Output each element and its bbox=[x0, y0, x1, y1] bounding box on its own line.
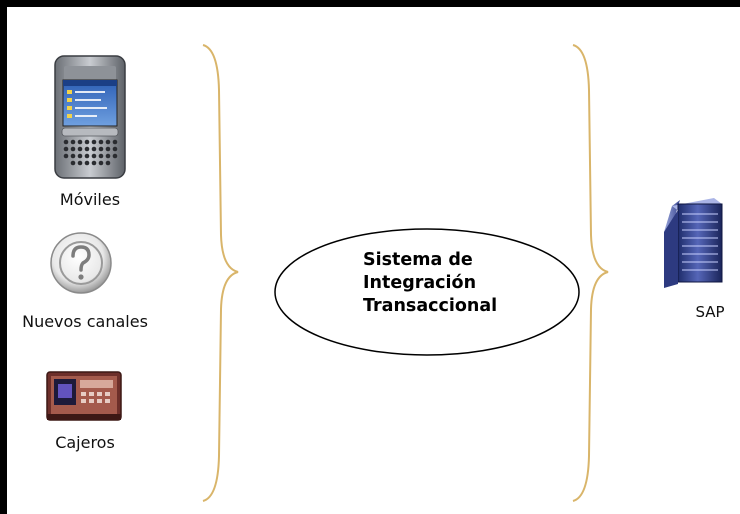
target-label-sap: SAP bbox=[695, 303, 725, 321]
source-label-cajeros: Cajeros bbox=[55, 433, 115, 452]
server-tower-icon bbox=[664, 198, 723, 288]
center-line-1: Sistema de bbox=[363, 250, 473, 270]
question-mark-icon bbox=[50, 232, 112, 294]
right-brace bbox=[572, 44, 609, 502]
integration-system-title: Sistema de Integración Transaccional bbox=[300, 249, 530, 318]
pda-phone-icon bbox=[54, 55, 126, 179]
source-label-moviles: Móviles bbox=[59, 190, 121, 209]
center-line-3: Transaccional bbox=[363, 296, 498, 316]
left-brace bbox=[202, 44, 239, 502]
integration-system-ellipse bbox=[274, 228, 580, 356]
center-line-2: Integración bbox=[363, 273, 477, 293]
source-label-nuevos-canales: Nuevos canales bbox=[22, 312, 148, 331]
atm-terminal-icon bbox=[46, 371, 122, 421]
